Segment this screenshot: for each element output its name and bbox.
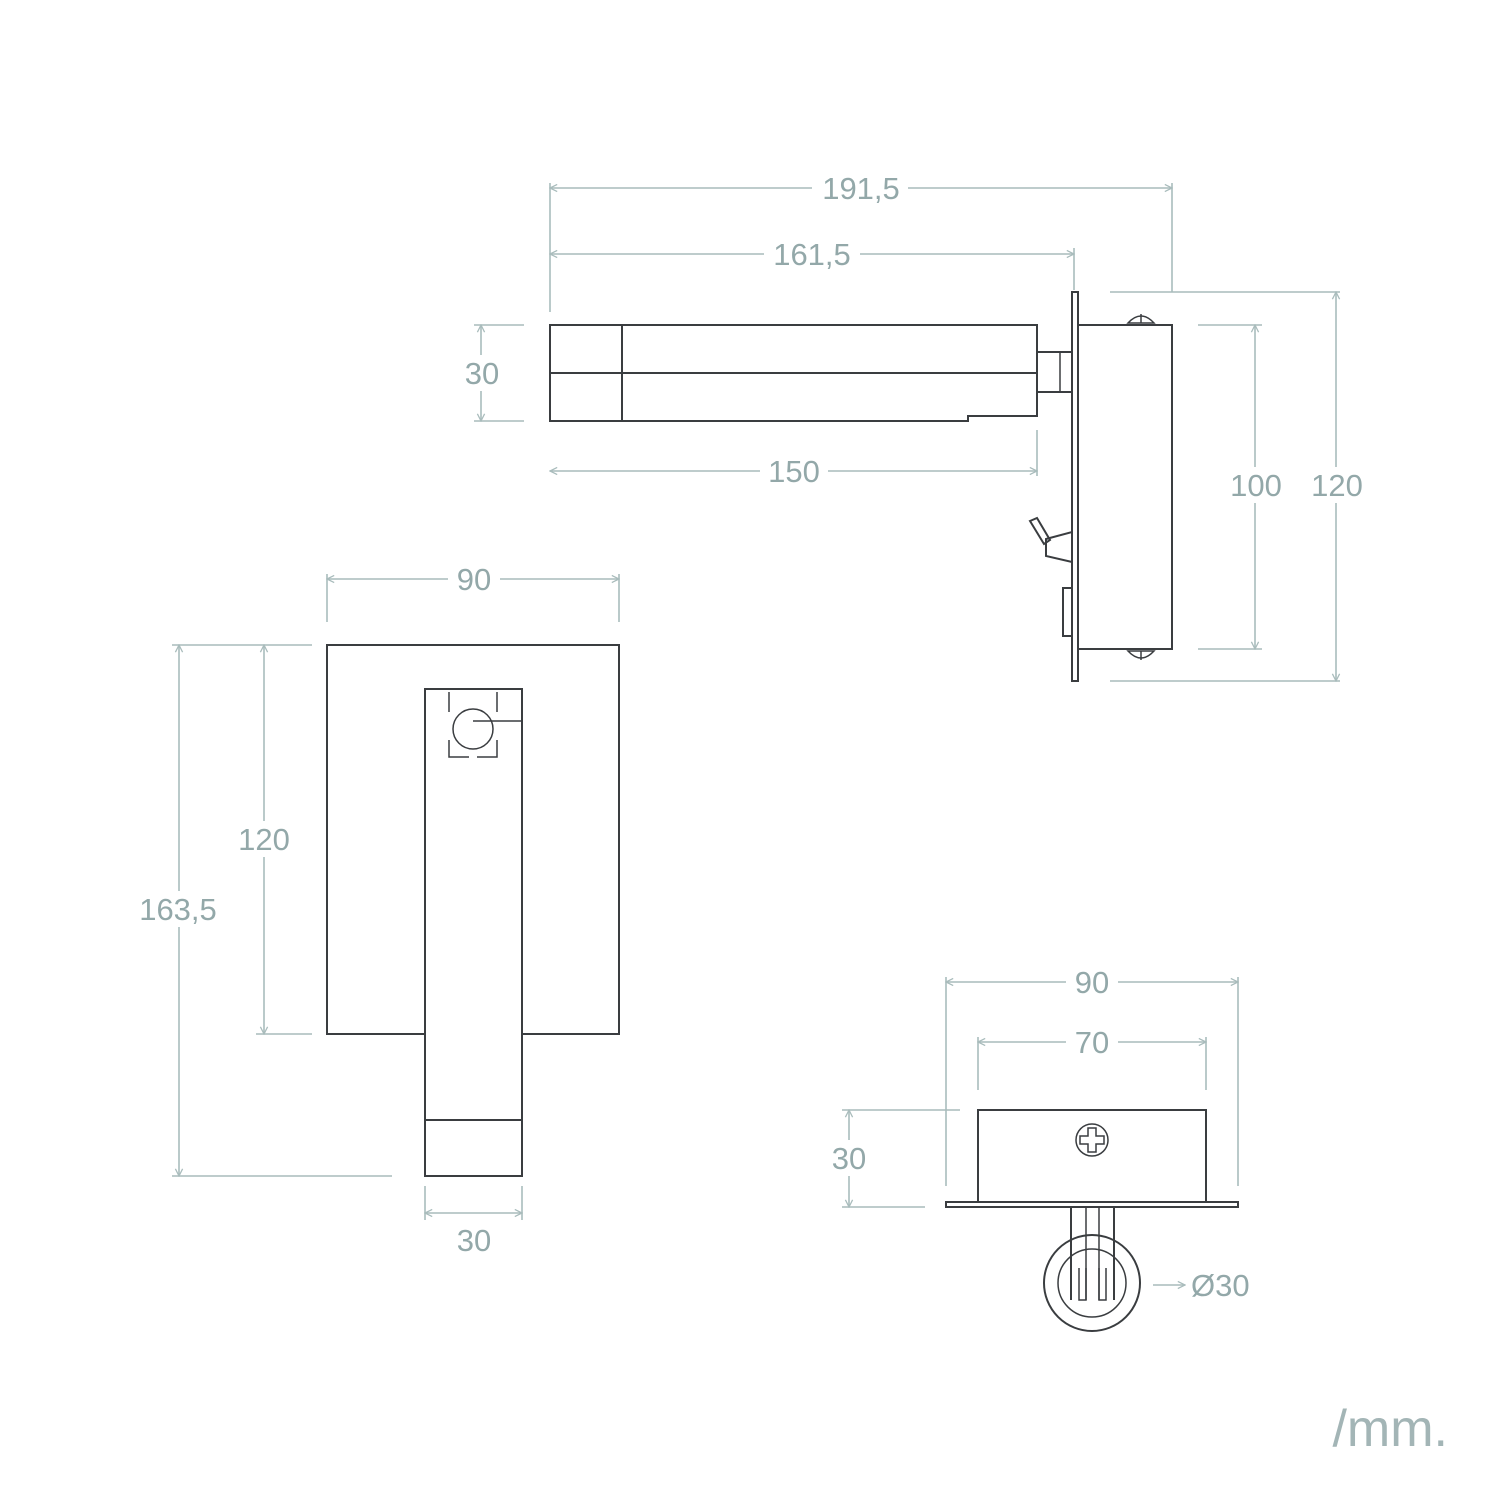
- front-view-extension-lines: [172, 574, 620, 1220]
- dim-bottom-box-width-label: 70: [1075, 1025, 1109, 1060]
- dim-bottom-box-depth-label: 30: [832, 1141, 866, 1176]
- dim-front-plate-height: 120: [230, 645, 298, 1034]
- dim-head-diameter: Ø30: [1153, 1268, 1250, 1303]
- dim-plate-height-side: 120: [1303, 292, 1371, 681]
- dim-arm-length: 150: [550, 453, 1037, 489]
- side-view-joint: [1036, 351, 1073, 393]
- bottom-view-extension-lines: [842, 977, 1239, 1208]
- dim-front-arm-width-label: 30: [457, 1223, 491, 1258]
- dim-bottom-box-width: 70: [978, 1024, 1206, 1060]
- side-view-switch: [1028, 516, 1073, 564]
- dim-bottom-box-depth: 30: [825, 1110, 873, 1207]
- side-view-extension-lines: [474, 183, 1340, 682]
- side-view: 191,5 161,5 150 30 100 12: [458, 170, 1371, 682]
- dim-arm-height: 30: [458, 325, 506, 421]
- side-view-port: [1062, 587, 1073, 637]
- side-view-box: [1077, 324, 1173, 650]
- dim-arm-reach-label: 161,5: [773, 237, 851, 272]
- front-view-joint-icon: [448, 692, 522, 758]
- dim-plate-height-side-label: 120: [1311, 468, 1363, 503]
- dim-front-plate-height-label: 120: [238, 822, 290, 857]
- dim-head-diameter-label: Ø30: [1191, 1268, 1250, 1303]
- dim-bottom-plate-width-label: 90: [1075, 965, 1109, 1000]
- side-view-screw-top: [1126, 314, 1156, 324]
- dim-overall-length-label: 191,5: [822, 171, 900, 206]
- side-view-arm: [549, 324, 1038, 422]
- dim-box-height-label: 100: [1230, 468, 1282, 503]
- dim-bottom-plate-width: 90: [946, 964, 1238, 1000]
- dim-front-plate-width: 90: [327, 561, 619, 597]
- front-view-arm: [424, 688, 523, 1177]
- units-label: /mm.: [1332, 1400, 1448, 1458]
- dim-overall-length: 191,5: [550, 170, 1172, 206]
- dim-arm-height-label: 30: [465, 356, 499, 391]
- side-view-screw-bottom: [1126, 650, 1156, 660]
- dim-box-height: 100: [1222, 325, 1290, 649]
- bottom-view: 90 70 30 Ø30: [825, 964, 1250, 1332]
- bottom-view-plate: [945, 1201, 1239, 1208]
- dim-arm-reach: 161,5: [550, 236, 1074, 272]
- dim-front-total-height-label: 163,5: [139, 892, 217, 927]
- front-view: 90 120 163,5 30: [130, 561, 620, 1258]
- dim-front-plate-width-label: 90: [457, 562, 491, 597]
- dim-arm-length-label: 150: [768, 454, 820, 489]
- bottom-view-screw-icon: [1075, 1123, 1109, 1157]
- bottom-view-lamp-head: [1043, 1234, 1141, 1332]
- dim-front-arm-width: 30: [425, 1213, 522, 1258]
- dim-front-total-height: 163,5: [130, 645, 226, 1176]
